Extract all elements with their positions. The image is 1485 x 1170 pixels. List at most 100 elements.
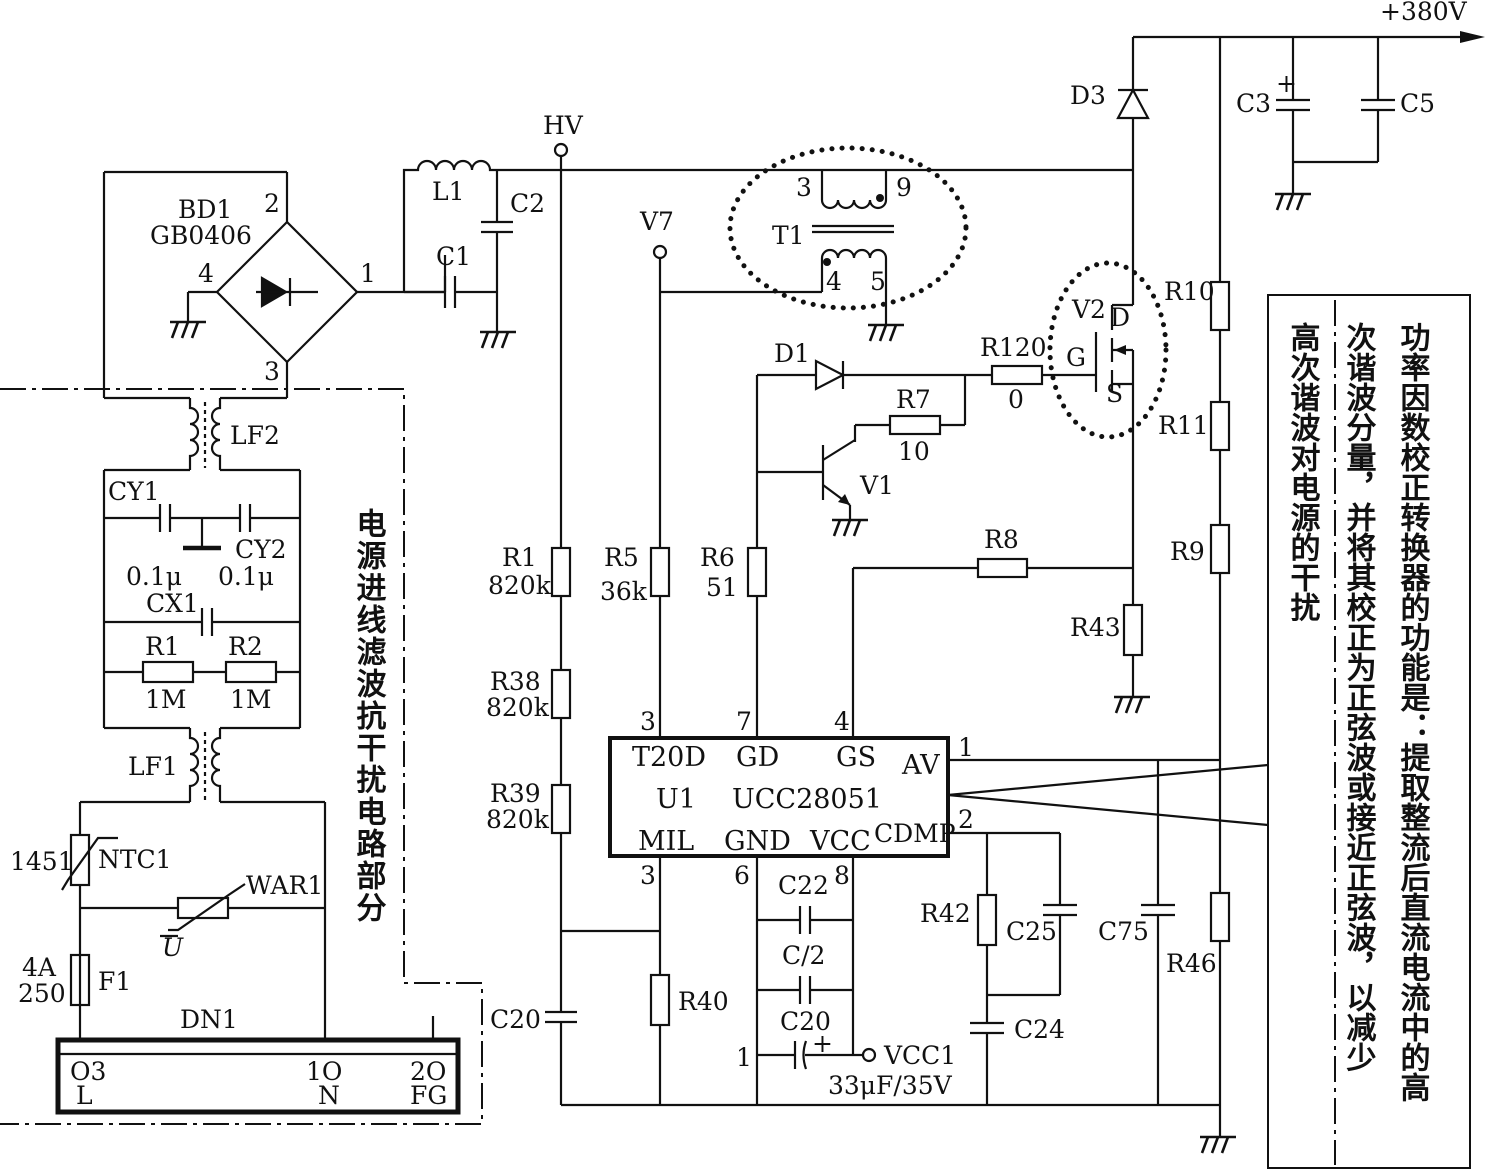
connector-pin-label: L — [76, 1081, 93, 1110]
c22-label: C22 — [778, 871, 829, 900]
v7-terminal — [652, 244, 668, 260]
r46-label: R46 — [1166, 949, 1217, 978]
r10-label: R10 — [1164, 277, 1215, 306]
ground-symbol-c1c2 — [480, 330, 516, 349]
resistor-r5 — [649, 546, 671, 598]
d1-label: D1 — [774, 339, 810, 368]
l1-label: L1 — [432, 177, 465, 206]
ground-symbol-r43 — [1114, 695, 1150, 714]
ic-pin-gs: GS — [836, 742, 876, 773]
r38-label: R38 — [490, 667, 541, 696]
diode-d1-icon — [814, 359, 846, 391]
vcc1-label: VCC1 — [883, 1041, 956, 1070]
ic-pin-gnd: GND — [724, 826, 791, 857]
filter-area-boundary — [0, 388, 483, 1125]
resistor-r9 — [1209, 523, 1231, 575]
c20-pin: 1 — [736, 1043, 752, 1072]
filter-r1-label: R1 — [145, 632, 180, 661]
ntc-thermistor-icon — [61, 833, 118, 891]
filter-r2-label: R2 — [228, 632, 263, 661]
ic-pin-number: 3 — [640, 861, 656, 890]
ic-pin-number: 4 — [834, 707, 850, 736]
c20-vcc-label: C20 — [780, 1007, 831, 1036]
bd1-part-label: GB0406 — [150, 221, 252, 250]
c-half-label: C/2 — [782, 941, 825, 970]
r9-label: R9 — [1170, 537, 1205, 566]
connector-pin-label: FG — [410, 1081, 447, 1110]
r40-label: R40 — [678, 987, 729, 1016]
r39-label: R39 — [490, 779, 541, 808]
resistor-r39 — [550, 783, 572, 835]
r120-label: R120 — [980, 333, 1047, 362]
ic-pin-number: 8 — [834, 861, 850, 890]
r5-label: R5 — [604, 543, 639, 572]
ground-symbol-t1 — [868, 323, 904, 342]
c3-polarity: + — [1276, 69, 1297, 98]
t1-pin-label: 3 — [796, 173, 812, 202]
ground-symbol-main — [1200, 1135, 1236, 1154]
t1-pin-label: 5 — [870, 267, 886, 296]
t1-dot-icon — [876, 194, 884, 202]
v2-pin-label: G — [1066, 343, 1086, 372]
ground-symbol-v1 — [832, 518, 868, 537]
highlight-t1 — [727, 145, 969, 311]
fuse-icon — [69, 953, 91, 1007]
v2-pin-label: D — [1110, 303, 1130, 332]
notes-box — [1267, 294, 1471, 1169]
ic-pin-av: AV — [901, 750, 940, 781]
r7-label: R7 — [896, 385, 931, 414]
r1-label: R1 — [502, 543, 537, 572]
ntc-label: NTC1 — [98, 845, 172, 874]
cy1-value: 0.1μ — [126, 562, 182, 591]
hv-terminal — [553, 142, 569, 158]
fuse-current: 4A — [22, 953, 57, 982]
note-column-2: 次谐波分量，并将其校正为正弦波或接近正弦波，以减少 — [1341, 322, 1377, 1072]
hv-label: HV — [543, 111, 584, 140]
output-arrow-icon — [1460, 31, 1485, 43]
v7-label: V7 — [639, 207, 674, 236]
ic-pin-number: 7 — [736, 707, 752, 736]
ground-symbol-bd1 — [170, 320, 206, 339]
resistor-r46 — [1209, 891, 1231, 943]
input-filter-wiring — [78, 170, 445, 1040]
cy1-label: CY1 — [108, 477, 160, 506]
vcc1-terminal — [861, 1047, 877, 1063]
resistor-r2-filter — [224, 660, 278, 684]
r5-value: 36k — [600, 577, 648, 606]
v2-pin-label: S — [1106, 379, 1123, 408]
resistor-r8 — [976, 557, 1029, 579]
resistor-r6 — [746, 546, 768, 598]
rectifier-diode-icon — [256, 276, 318, 308]
c20-polarity: + — [812, 1029, 833, 1058]
c25-label: C25 — [1006, 917, 1057, 946]
filter-section-note: 电源进线滤波抗干扰电路部分 — [351, 508, 387, 924]
r11-label: R11 — [1158, 411, 1209, 440]
resistor-r40 — [649, 973, 671, 1027]
r43-label: R43 — [1070, 613, 1121, 642]
resistor-r1-filter — [141, 660, 195, 684]
resistor-r38 — [550, 668, 572, 720]
v2-label: V2 — [1071, 295, 1106, 324]
filter-r2-value: 1M — [230, 685, 272, 714]
r8-label: R8 — [984, 525, 1019, 554]
resistor-r43 — [1122, 603, 1144, 657]
varistor-u-label: U — [162, 933, 184, 962]
r38-value: 820k — [486, 693, 550, 722]
output-voltage-label: +380V — [1380, 0, 1468, 26]
ic-pin-vcc: VCC — [809, 826, 871, 857]
r1-value: 820k — [488, 571, 552, 600]
d3-label: D3 — [1070, 81, 1106, 110]
ntc-value: 1451 — [10, 847, 74, 876]
highlight-v2 — [1047, 260, 1169, 440]
connector-dn1 — [55, 1037, 461, 1115]
fuse-voltage: 250 — [18, 979, 66, 1008]
cx1-label: CX1 — [146, 589, 199, 618]
diode-d3-icon — [1116, 87, 1150, 120]
t1-label: T1 — [772, 221, 805, 250]
resistor-r11 — [1209, 400, 1231, 452]
connector-pin-label: N — [318, 1081, 340, 1110]
c2-label: C2 — [510, 189, 545, 218]
ic-pin-number: 1 — [958, 733, 974, 762]
ic-pin-number: 3 — [640, 707, 656, 736]
